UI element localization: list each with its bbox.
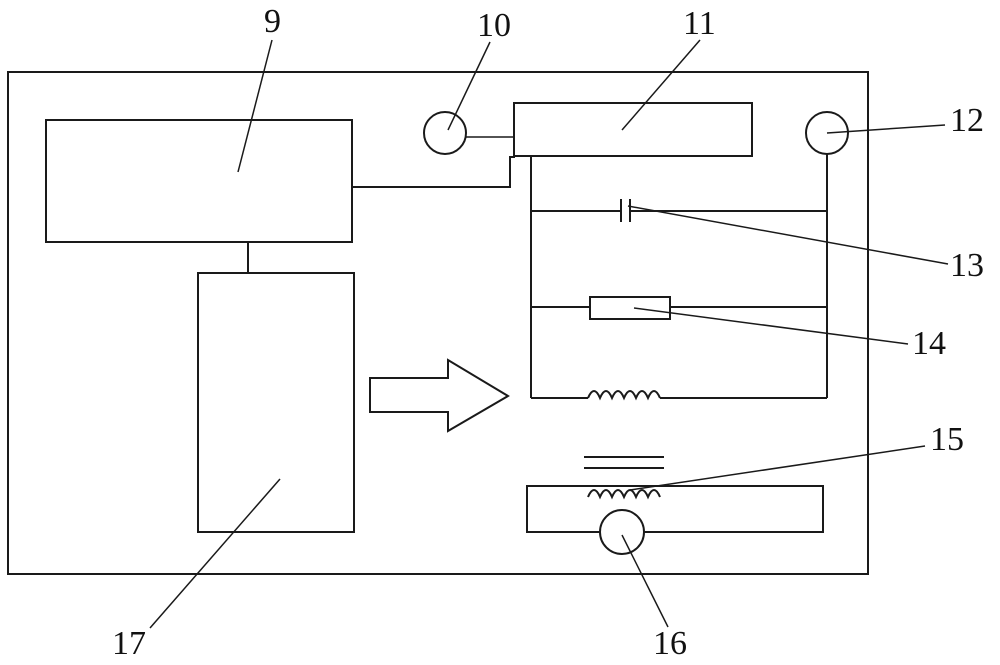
leader-16 (621, 534, 669, 628)
leader-13 (627, 205, 949, 265)
component-16-circle (599, 509, 645, 555)
block-9 (45, 119, 353, 243)
leader-17 (149, 478, 281, 629)
leader-9 (237, 39, 273, 173)
coil-inductor (587, 390, 661, 401)
base-plate (526, 485, 824, 533)
block-11 (513, 102, 753, 157)
label-12: 12 (950, 102, 984, 139)
leader-11 (621, 39, 701, 131)
label-9: 9 (264, 3, 281, 40)
component-10-circle (423, 111, 467, 155)
label-16: 16 (653, 625, 687, 662)
outer-enclosure (7, 71, 869, 575)
label-17: 17 (112, 625, 146, 662)
label-15: 15 (930, 421, 964, 458)
resistor-14 (589, 296, 671, 320)
wire-9-to-11 (352, 156, 515, 188)
coil-15 (587, 489, 661, 500)
leader-10 (447, 41, 491, 131)
leader-12 (826, 124, 946, 134)
hollow-arrow (369, 358, 510, 433)
label-14: 14 (912, 325, 946, 362)
leader-14 (633, 307, 909, 345)
leader-15 (629, 445, 926, 491)
label-10: 10 (477, 7, 511, 44)
block-17 (197, 272, 355, 533)
label-13: 13 (950, 247, 984, 284)
label-11: 11 (683, 5, 716, 42)
